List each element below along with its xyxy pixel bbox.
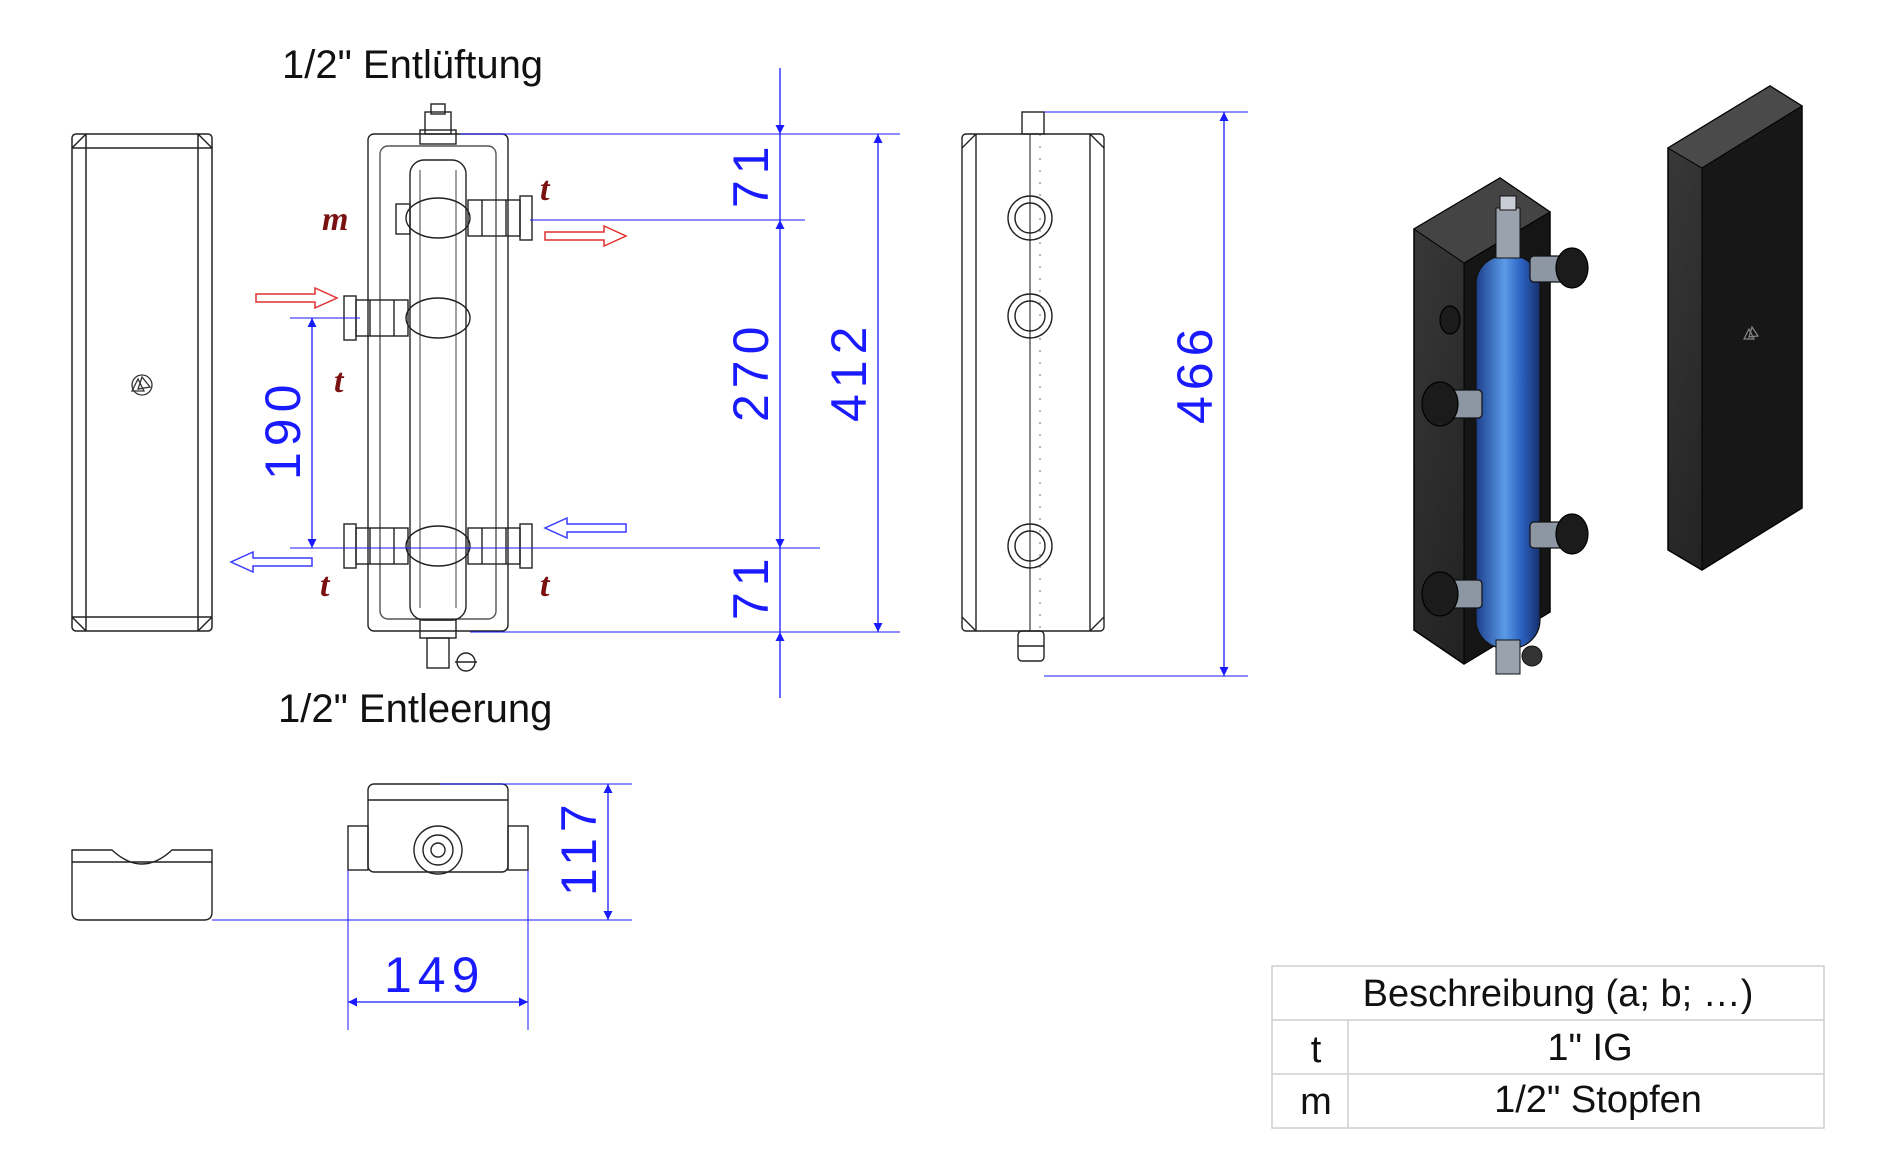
table-row-value: 1/2" Stopfen bbox=[1494, 1079, 1702, 1121]
port-label-m: m bbox=[322, 201, 348, 238]
separator-front-view bbox=[343, 103, 533, 672]
recycle-icon-3d bbox=[1743, 325, 1760, 340]
port-label-t-lower-right: t bbox=[540, 567, 551, 604]
table-row-value: 1" IG bbox=[1547, 1027, 1632, 1069]
recycle-icon bbox=[130, 374, 153, 396]
insulation-top-view bbox=[71, 849, 213, 921]
table-row-key: t bbox=[1311, 1029, 1322, 1071]
flow-arrow-out-bottom bbox=[229, 550, 313, 574]
extension-lines bbox=[290, 133, 900, 633]
flow-arrow-out-top bbox=[544, 224, 628, 248]
vent-label: 1/2" Entlüftung bbox=[282, 43, 543, 87]
flow-arrow-in-mid bbox=[255, 286, 339, 310]
legend-table bbox=[1271, 965, 1825, 1129]
port-label-t-upper-right: t bbox=[540, 171, 551, 208]
dim-body-height: 412 bbox=[821, 321, 877, 422]
table-row-key: m bbox=[1300, 1081, 1332, 1123]
dim-width: 149 bbox=[384, 947, 485, 1003]
table-header: Beschreibung (a; b; …) bbox=[1363, 973, 1754, 1015]
port-label-t-mid-left: t bbox=[334, 363, 345, 400]
dimension-lines bbox=[307, 68, 883, 698]
dim-depth: 117 bbox=[551, 798, 607, 896]
dim-side-spacing: 190 bbox=[255, 379, 311, 480]
dim-bottom-offset: 71 bbox=[723, 552, 779, 620]
separator-side-view bbox=[961, 111, 1105, 662]
separator-isometric-view bbox=[1413, 85, 1803, 675]
dim-center-spacing: 270 bbox=[723, 321, 779, 422]
drain-label: 1/2" Entleerung bbox=[278, 687, 552, 731]
dim-total-height: 466 bbox=[1167, 323, 1223, 424]
top-dimension-lines bbox=[348, 784, 613, 1007]
port-label-t-lower-left: t bbox=[320, 567, 331, 604]
dim-top-offset: 71 bbox=[723, 140, 779, 208]
separator-top-view bbox=[347, 783, 529, 875]
flow-arrow-in-bottom bbox=[543, 516, 627, 540]
insulation-front-view bbox=[71, 133, 213, 632]
side-extension-lines bbox=[1044, 111, 1248, 677]
